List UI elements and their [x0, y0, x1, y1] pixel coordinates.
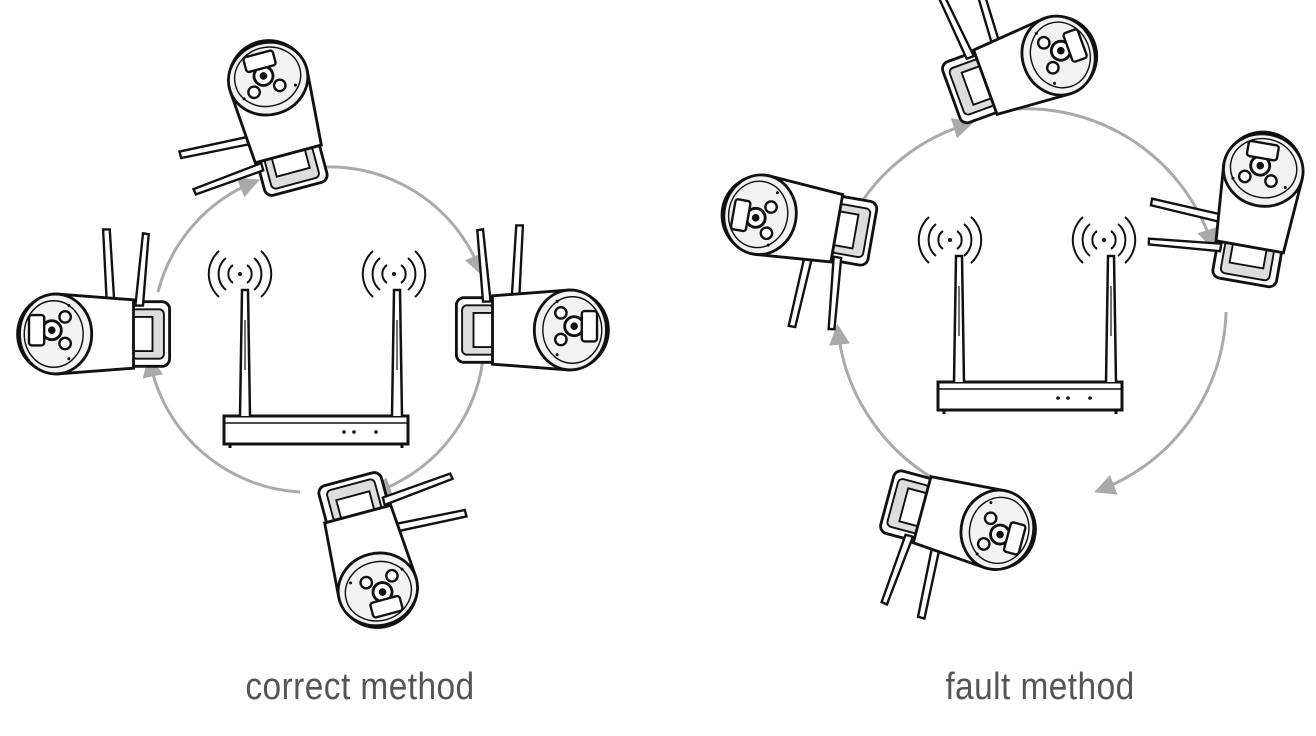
- wifi-signal-icon: [1071, 216, 1137, 264]
- wifi-signal-icon: [207, 250, 273, 298]
- bullet-camera-icon: [914, 0, 1110, 134]
- wifi-nvr-icon: [936, 254, 1124, 416]
- wifi-signal-icon: [917, 216, 983, 264]
- arrow-left-to-top: [156, 177, 260, 293]
- fault-ring-arrows: [829, 107, 1228, 495]
- wifi-nvr-icon: [222, 288, 410, 450]
- arrow-bottom-to-left: [829, 323, 953, 490]
- correct-method-caption: correct method: [245, 666, 475, 708]
- bullet-camera-icon: [1139, 113, 1311, 291]
- fault-method-diagram: [703, 0, 1311, 643]
- arrow-right-to-bottom: [1094, 311, 1228, 495]
- bullet-camera-icon: [703, 167, 881, 339]
- fault-method-caption: fault method: [945, 666, 1135, 708]
- bullet-camera-icon: [16, 228, 172, 376]
- arrow-bottom-to-left: [142, 355, 301, 494]
- arrow-top-to-right: [989, 107, 1218, 250]
- bullet-camera-icon: [308, 450, 491, 638]
- bullet-camera-icon: [858, 460, 1046, 643]
- correct-method-diagram: [16, 30, 610, 638]
- bullet-camera-icon: [454, 224, 610, 372]
- bullet-camera-icon: [155, 30, 338, 218]
